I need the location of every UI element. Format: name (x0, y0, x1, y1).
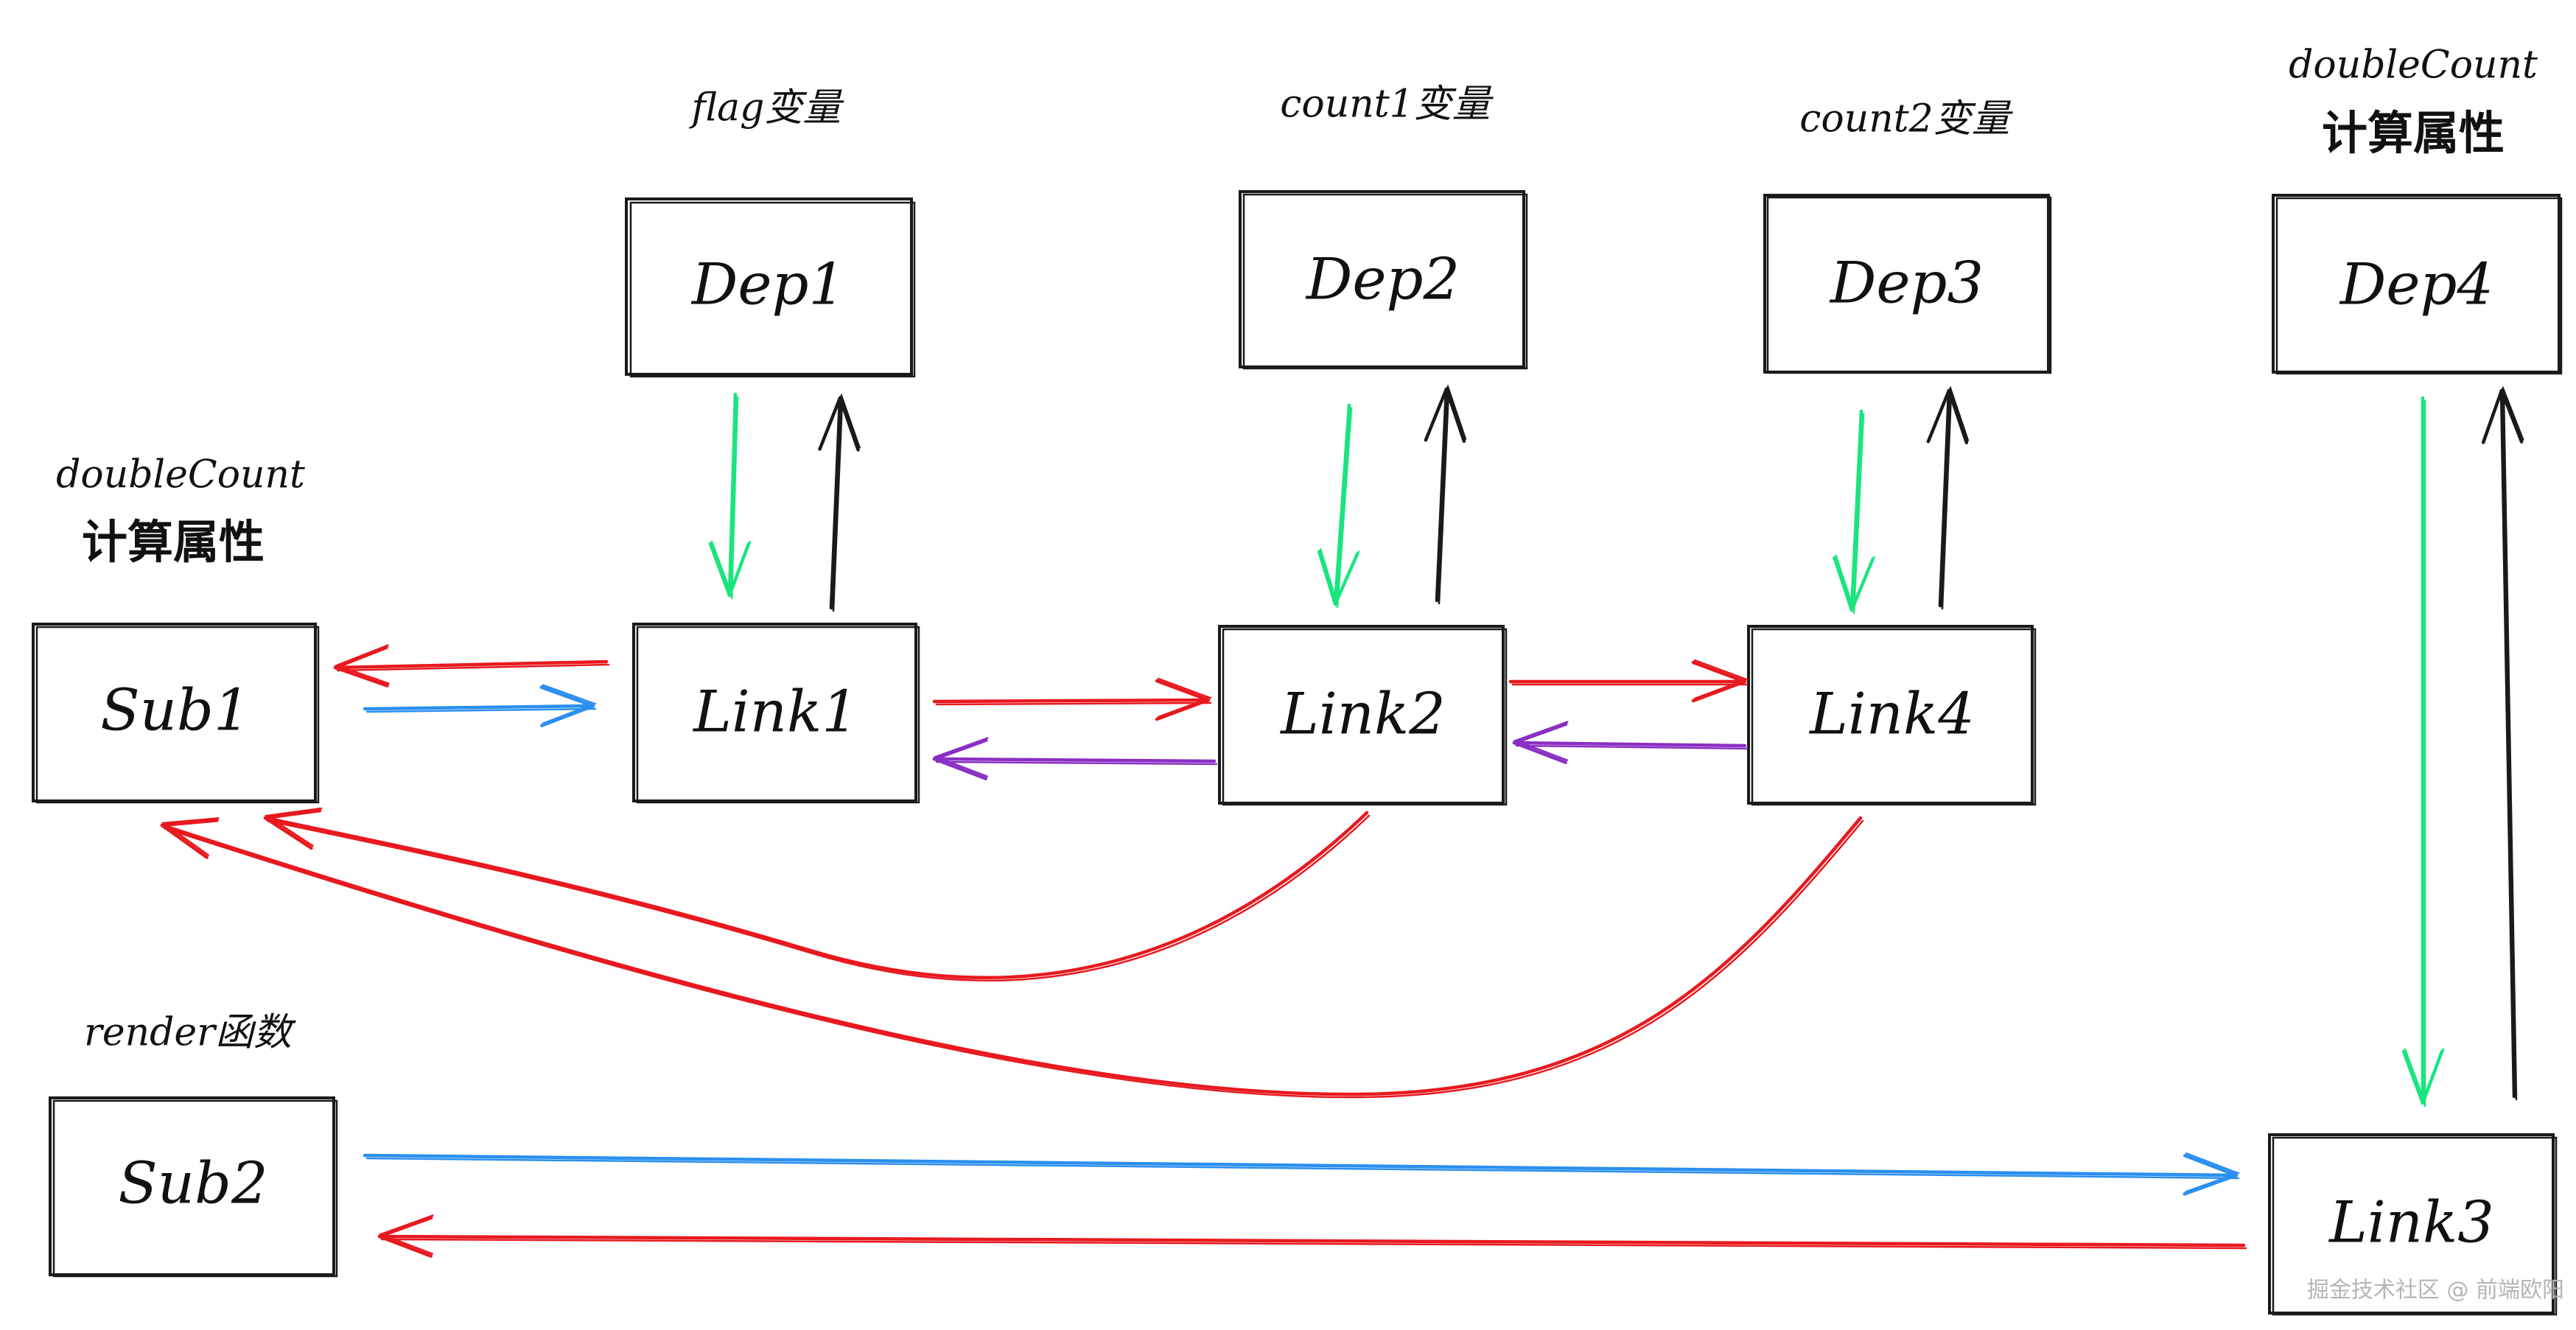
dep4-caption-name: doubleCount (2289, 43, 2538, 88)
link4-label: Link4 (1808, 682, 1975, 748)
arrow-link2-to-dep2 (1424, 384, 1467, 605)
arrow-dep3-to-link4 (1833, 409, 1875, 615)
arrow-link1-to-dep1 (818, 393, 861, 612)
arrow-link2-to-sub1 (263, 807, 1371, 981)
edges (160, 384, 2524, 1258)
dep4-label: Dep4 (2339, 252, 2493, 318)
dep1-label: Dep1 (690, 252, 845, 318)
arrow-link4-to-dep3 (1926, 385, 1970, 610)
node-sub2: Sub2 (49, 1096, 338, 1278)
sub1-label: Sub1 (100, 678, 250, 744)
sub1-caption-type: 计算属性 (82, 515, 265, 569)
dep2-label: Dep2 (1305, 247, 1460, 313)
node-sub1: Sub1 (32, 623, 320, 804)
node-link2: Link2 (1218, 625, 1508, 806)
arrow-dep4-to-link3 (2401, 396, 2445, 1107)
sub2-caption: render函数 (84, 1011, 296, 1055)
arrow-link4-to-link2 (1512, 721, 1749, 764)
arrow-dep1-to-link1 (708, 392, 752, 600)
arrow-link3-to-sub2 (377, 1214, 2247, 1258)
node-dep1: Dep1 (625, 197, 916, 378)
arrow-link1-to-sub1 (333, 644, 610, 687)
arrow-sub2-to-link3 (363, 1152, 2241, 1196)
dep3-label: Dep3 (1829, 251, 1984, 317)
node-link3: Link3 (2268, 1133, 2558, 1316)
dep3-caption: count2变量 (1799, 97, 2013, 141)
sub1-caption-name: doubleCount (56, 453, 305, 497)
arrow-link2-to-link4 (1508, 659, 1749, 703)
dep4-caption-type: 计算属性 (2322, 106, 2505, 160)
link2-label: Link2 (1279, 682, 1446, 748)
watermark: 掘金技术社区 @ 前端欧阳 (2307, 1278, 2564, 1303)
arrow-link1-to-link2 (932, 677, 1213, 721)
dep1-caption: flag变量 (689, 86, 845, 130)
arrow-sub1-to-link1 (363, 684, 598, 727)
node-dep4: Dep4 (2272, 194, 2563, 375)
arrow-link4-to-sub1 (160, 816, 1864, 1099)
node-dep2: Dep2 (1239, 190, 1528, 370)
arrow-link2-to-link1 (932, 737, 1218, 780)
node-dep3: Dep3 (1763, 194, 2052, 374)
link3-label: Link3 (2328, 1190, 2494, 1256)
arrow-link3-to-dep4 (2481, 385, 2524, 1101)
arrow-dep2-to-link2 (1317, 403, 1360, 609)
node-link4: Link4 (1747, 625, 2037, 806)
node-link1: Link1 (632, 623, 920, 804)
sub2-label: Sub2 (118, 1151, 267, 1217)
link1-label: Link1 (692, 679, 858, 746)
dep2-caption: count1变量 (1280, 83, 1494, 127)
